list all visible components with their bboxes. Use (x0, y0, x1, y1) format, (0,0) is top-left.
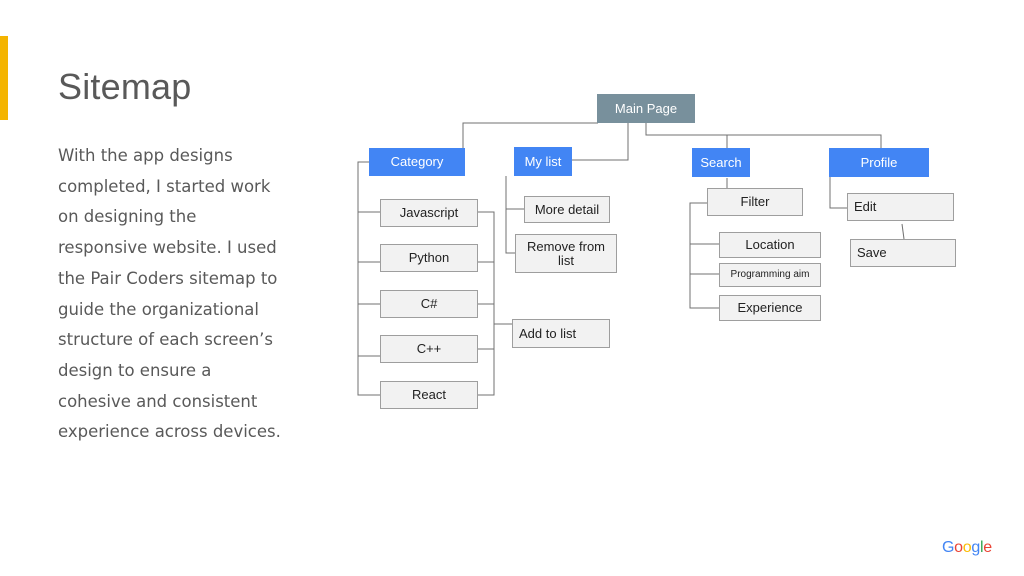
profile-item-edit: Edit (847, 193, 954, 221)
search-item-filter: Filter (707, 188, 803, 216)
slide-body-text: With the app designs completed, I starte… (58, 146, 281, 442)
connector-mylist-items (505, 176, 515, 254)
connector-root-mylist (572, 123, 629, 161)
accent-bar (0, 36, 8, 120)
search-item-programming-aim: Programming aim (719, 263, 821, 287)
my-list-node: My list (514, 147, 572, 176)
connector-root-search (645, 123, 728, 149)
category-item-javascript: Javascript (380, 199, 478, 227)
connector-profile-edit (829, 176, 847, 209)
search-item-location: Location (719, 232, 821, 258)
category-node: Category (369, 148, 465, 176)
google-logo: Google (942, 539, 992, 556)
connector-root-category (462, 122, 598, 150)
connector-root-profile (645, 123, 882, 149)
slide-title: Sitemap (58, 66, 192, 107)
category-item-python: Python (380, 244, 478, 272)
search-node: Search (692, 148, 750, 177)
connector-edit-save (901, 223, 905, 240)
search-item-experience: Experience (719, 295, 821, 321)
profile-item-save: Save (850, 239, 956, 267)
category-item-react: React (380, 381, 478, 409)
category-item-csharp: C# (380, 290, 478, 318)
my-list-item-remove: Remove from list (515, 234, 617, 273)
my-list-item-add: Add to list (512, 319, 610, 348)
connector-search-items (689, 202, 720, 309)
main-page-node: Main Page (597, 94, 695, 123)
connector-category-items (357, 161, 381, 396)
my-list-item-more-detail: More detail (524, 196, 610, 223)
category-item-cpp: C++ (380, 335, 478, 363)
profile-node: Profile (829, 148, 929, 177)
